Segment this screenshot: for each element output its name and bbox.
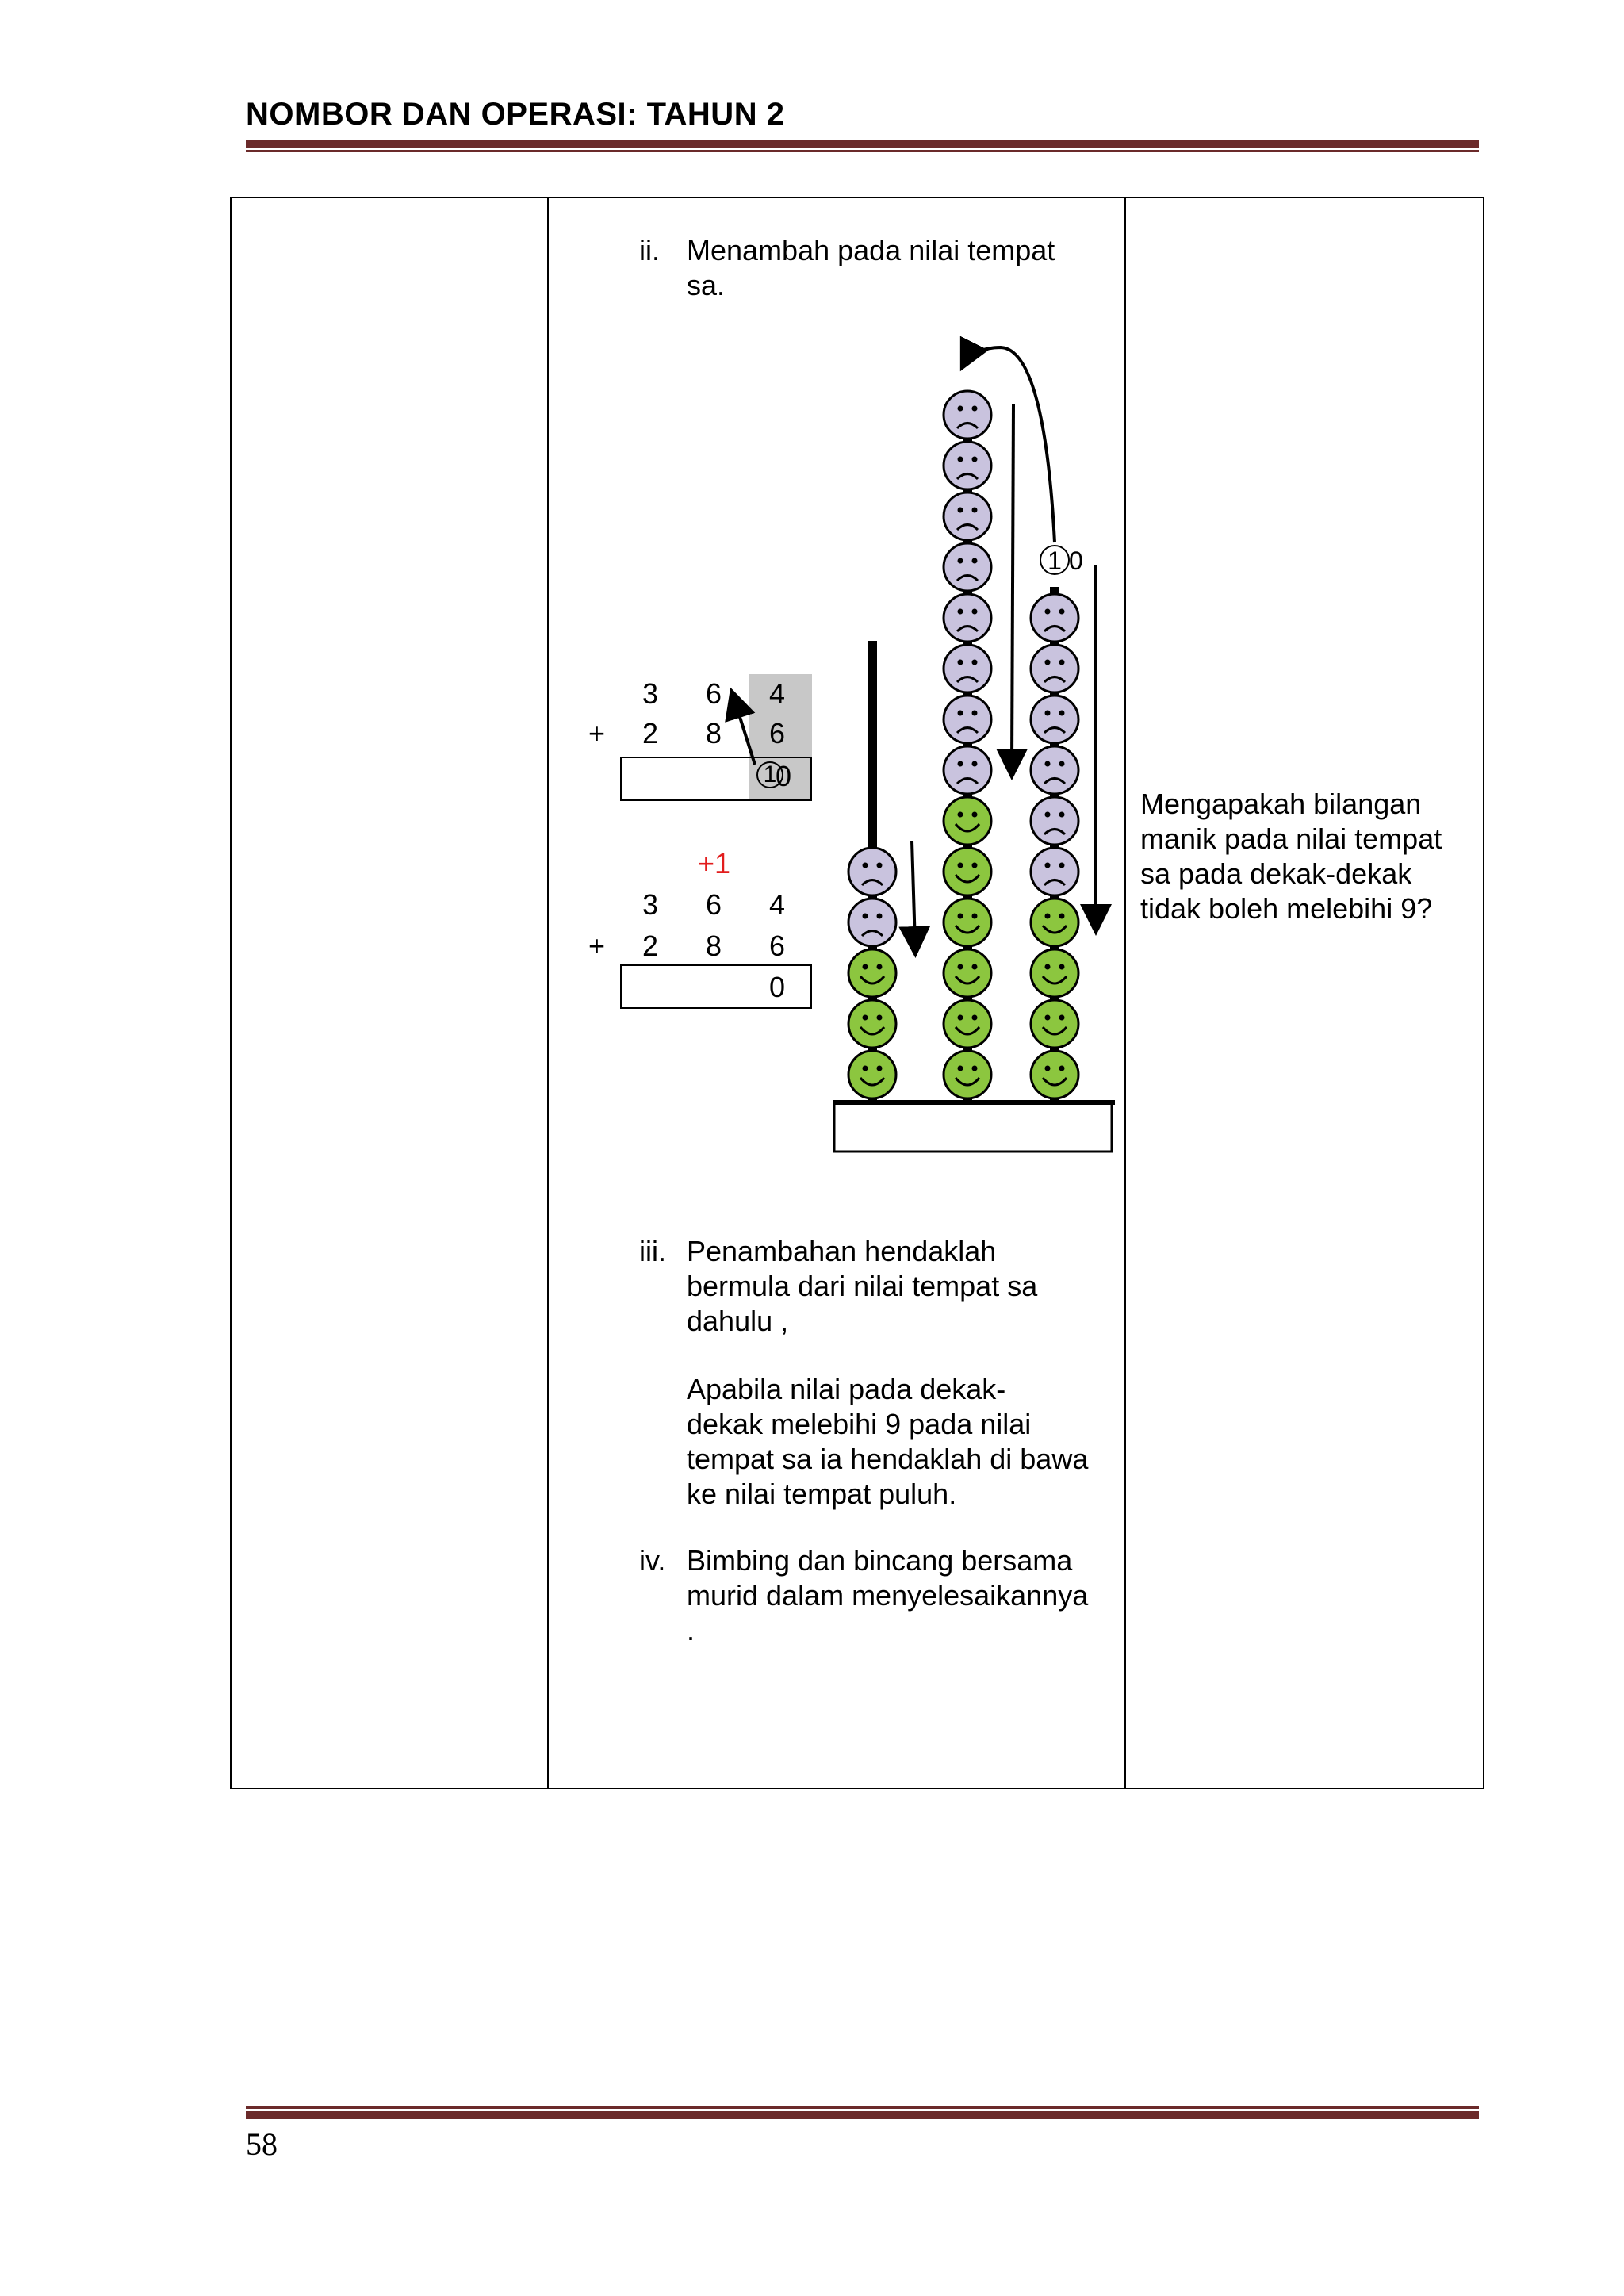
tens-happy-bead-icon (942, 795, 993, 846)
item-iv-marker: iv. (639, 1544, 666, 1577)
item-iii-line-3: dahulu , (687, 1305, 789, 1337)
carry-curved-arrow-icon (959, 335, 1056, 543)
item-iv-line-3: . (687, 1614, 695, 1646)
ones-sad-bead-icon (1029, 745, 1080, 795)
reflection-question: Mengapakah bilangan manik pada nilai tem… (1140, 787, 1442, 926)
sum-1-result-circled: 1 (756, 761, 783, 788)
question-line-1: Mengapakah bilangan (1140, 788, 1422, 820)
ones-sad-bead-icon (1029, 643, 1080, 694)
sum-1-answer-box (620, 757, 812, 801)
tens-down-arrow-icon (996, 404, 1028, 780)
tens-happy-bead-icon (942, 999, 993, 1049)
sum-1-row2-tens: 8 (706, 717, 722, 749)
item-iii-line-2: bermula dari nilai tempat sa (687, 1270, 1038, 1302)
sum-1-plus-sign: + (588, 717, 606, 749)
sum-2-result: 0 (769, 971, 786, 1003)
sum-1-result-rest: 0 (776, 760, 792, 792)
sum-2-row1-tens: 6 (706, 888, 722, 921)
carry-label-rest: 0 (1069, 546, 1083, 575)
sum-2-answer-box (620, 964, 812, 1009)
question-line-4: tidak boleh melebihi 9? (1140, 892, 1433, 925)
lesson-table (230, 197, 1484, 1789)
item-iv-line-1: Bimbing dan bincang bersama (687, 1544, 1073, 1577)
item-iii-marker: iii. (639, 1235, 666, 1267)
abacus-beads (847, 389, 1080, 1100)
tens-happy-bead-icon (942, 846, 993, 897)
hundreds-sad-bead-icon (847, 846, 898, 897)
sum-2-plus-sign: + (588, 930, 606, 962)
tens-sad-bead-icon (942, 592, 993, 643)
ones-happy-bead-icon (1029, 999, 1080, 1049)
sum-1: 3 6 4 + 2 8 6 1 0 (579, 674, 817, 801)
sum-1-row2-ones: 6 (769, 717, 786, 749)
carry-arrow-icon (725, 687, 756, 765)
carry-label-circle (1040, 545, 1070, 575)
header-rule (246, 140, 1479, 152)
sum-2-row2-tens: 8 (706, 930, 722, 962)
page-number: 58 (246, 2126, 278, 2162)
tens-happy-bead-icon (942, 1049, 993, 1100)
item-ii-marker: ii. (639, 234, 660, 266)
sum-2-row1-hundreds: 3 (642, 888, 659, 921)
tens-happy-bead-icon (942, 897, 993, 948)
hundreds-down-arrow-icon (898, 840, 931, 958)
ones-sad-bead-icon (1029, 846, 1080, 897)
ones-sad-bead-icon (1029, 592, 1080, 643)
sum-1-row1-hundreds: 3 (642, 677, 659, 710)
item-iii-para2-line-1: Apabila nilai pada dekak- (687, 1373, 1006, 1405)
item-iii-text: Penambahan hendaklah bermula dari nilai … (687, 1234, 1088, 1512)
table-divider-1 (547, 197, 549, 1788)
sum-1-row2-hundreds: 2 (642, 717, 659, 749)
ones-sad-bead-icon (1029, 694, 1080, 745)
item-iv-line-2: murid dalam menyelesaikannya (687, 1579, 1089, 1612)
table-divider-2 (1124, 197, 1126, 1788)
item-iii-line-1: Penambahan hendaklah (687, 1235, 997, 1267)
item-iii-para2-line-4: ke nilai tempat puluh. (687, 1478, 957, 1510)
item-ii-line-2: sa. (687, 269, 726, 301)
tens-sad-bead-icon (942, 440, 993, 491)
ones-happy-bead-icon (1029, 897, 1080, 948)
carry-label-circled: 1 (1048, 546, 1062, 575)
tens-sad-bead-icon (942, 491, 993, 542)
sum-2-carry: +1 (698, 847, 731, 880)
hundreds-happy-bead-icon (847, 948, 898, 999)
sum-2-row2-hundreds: 2 (642, 930, 659, 962)
hundreds-happy-bead-icon (847, 999, 898, 1049)
page-header-title: NOMBOR DAN OPERASI: TAHUN 2 (246, 97, 785, 132)
item-ii-line-1: Menambah pada nilai tempat (687, 234, 1055, 266)
sum-2-row1-ones: 4 (769, 888, 786, 921)
item-iii-para2-line-2: dekak melebihi 9 pada nilai (687, 1408, 1032, 1440)
question-line-2: manik pada nilai tempat (1140, 822, 1442, 855)
question-line-3: sa pada dekak-dekak (1140, 857, 1412, 890)
tens-sad-bead-icon (942, 389, 993, 440)
ones-sad-bead-icon (1029, 795, 1080, 846)
tens-sad-bead-icon (942, 643, 993, 694)
hundreds-happy-bead-icon (847, 1049, 898, 1100)
ones-happy-bead-icon (1029, 1049, 1080, 1100)
sum-1-row1-tens: 6 (706, 677, 722, 710)
tens-sad-bead-icon (942, 694, 993, 745)
item-iii-para2-line-3: tempat sa ia hendaklah di bawa (687, 1443, 1089, 1475)
hundreds-sad-bead-icon (847, 897, 898, 948)
tens-sad-bead-icon (942, 542, 993, 592)
item-iv-text: Bimbing dan bincang bersama murid dalam … (687, 1543, 1088, 1648)
sum-2-row2-ones: 6 (769, 930, 786, 962)
item-ii-text: Menambah pada nilai tempat sa. (687, 233, 1055, 303)
tens-sad-bead-icon (942, 745, 993, 795)
abacus-base (833, 1101, 1113, 1153)
footer-rule (246, 2106, 1479, 2119)
abacus-diagram: 1 0 (833, 335, 1115, 1153)
ones-column-highlight (749, 674, 812, 757)
ones-happy-bead-icon (1029, 948, 1080, 999)
sum-2: +1 3 6 4 + 2 8 6 0 (579, 847, 817, 1014)
sum-1-row1-ones: 4 (769, 677, 786, 710)
tens-happy-bead-icon (942, 948, 993, 999)
